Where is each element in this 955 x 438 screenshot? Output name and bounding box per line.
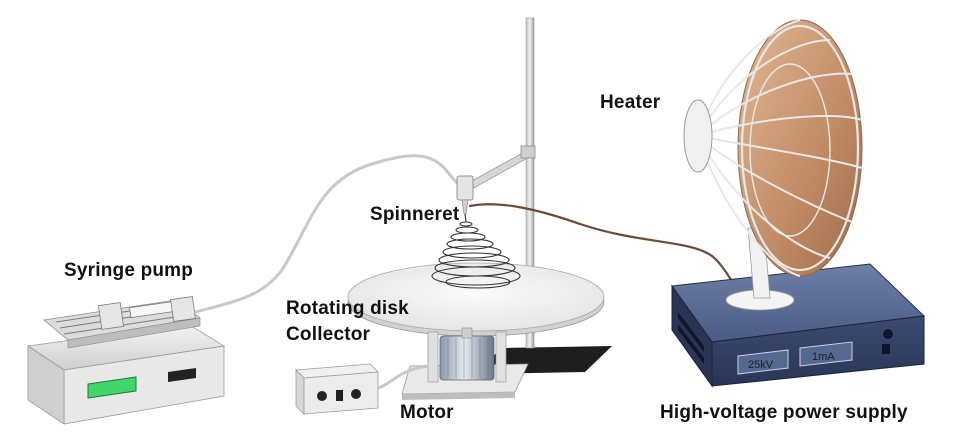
high-voltage-power-supply <box>671 263 926 388</box>
label-power-supply: High-voltage power supply <box>660 402 908 423</box>
heater-dish <box>737 19 863 277</box>
psu-switch <box>882 344 890 354</box>
heater-center-hub <box>683 99 713 173</box>
spinneret-body <box>456 175 474 201</box>
psu-voltage-readout: 25kV <box>748 359 774 371</box>
label-motor: Motor <box>400 402 454 423</box>
spinneret-needle <box>461 199 469 215</box>
psu-vents <box>678 312 704 364</box>
psu-voltage-display <box>737 349 789 375</box>
psu-current-readout: 1mA <box>812 351 835 363</box>
feed-tube <box>194 154 466 314</box>
heater <box>683 19 863 299</box>
motor <box>401 327 529 400</box>
pump-side <box>27 345 65 425</box>
pump-display <box>87 376 137 399</box>
label-collector: Collector <box>286 324 371 345</box>
syringe-plunger-block <box>97 302 125 330</box>
label-rotating-disk: Rotating disk <box>286 298 409 319</box>
label-spinneret: Spinneret <box>370 204 460 225</box>
syringe-pump <box>26 296 226 425</box>
pump-button <box>168 368 196 382</box>
spinneret <box>456 175 474 215</box>
fiber-jet-spiral <box>431 213 521 289</box>
motor-frame-right <box>495 331 507 383</box>
stand-pole <box>525 17 535 349</box>
controller-front <box>295 369 305 415</box>
psu-current-display <box>799 341 853 367</box>
motor-frame-left <box>427 331 439 383</box>
controller-knob-left <box>317 391 327 401</box>
psu-knob <box>883 329 893 339</box>
heater-guard-wires <box>697 19 863 277</box>
label-heater: Heater <box>600 92 661 113</box>
syringe-holder <box>170 296 196 322</box>
label-syringe-pump: Syringe pump <box>64 260 193 281</box>
arm-clamp <box>520 145 536 159</box>
controller-cable <box>377 364 429 390</box>
high-voltage-wire <box>468 203 742 294</box>
disk-top <box>347 262 605 332</box>
controller-knob-right <box>351 389 361 399</box>
controller-switch <box>336 390 343 401</box>
motor-controller-box <box>295 363 429 415</box>
